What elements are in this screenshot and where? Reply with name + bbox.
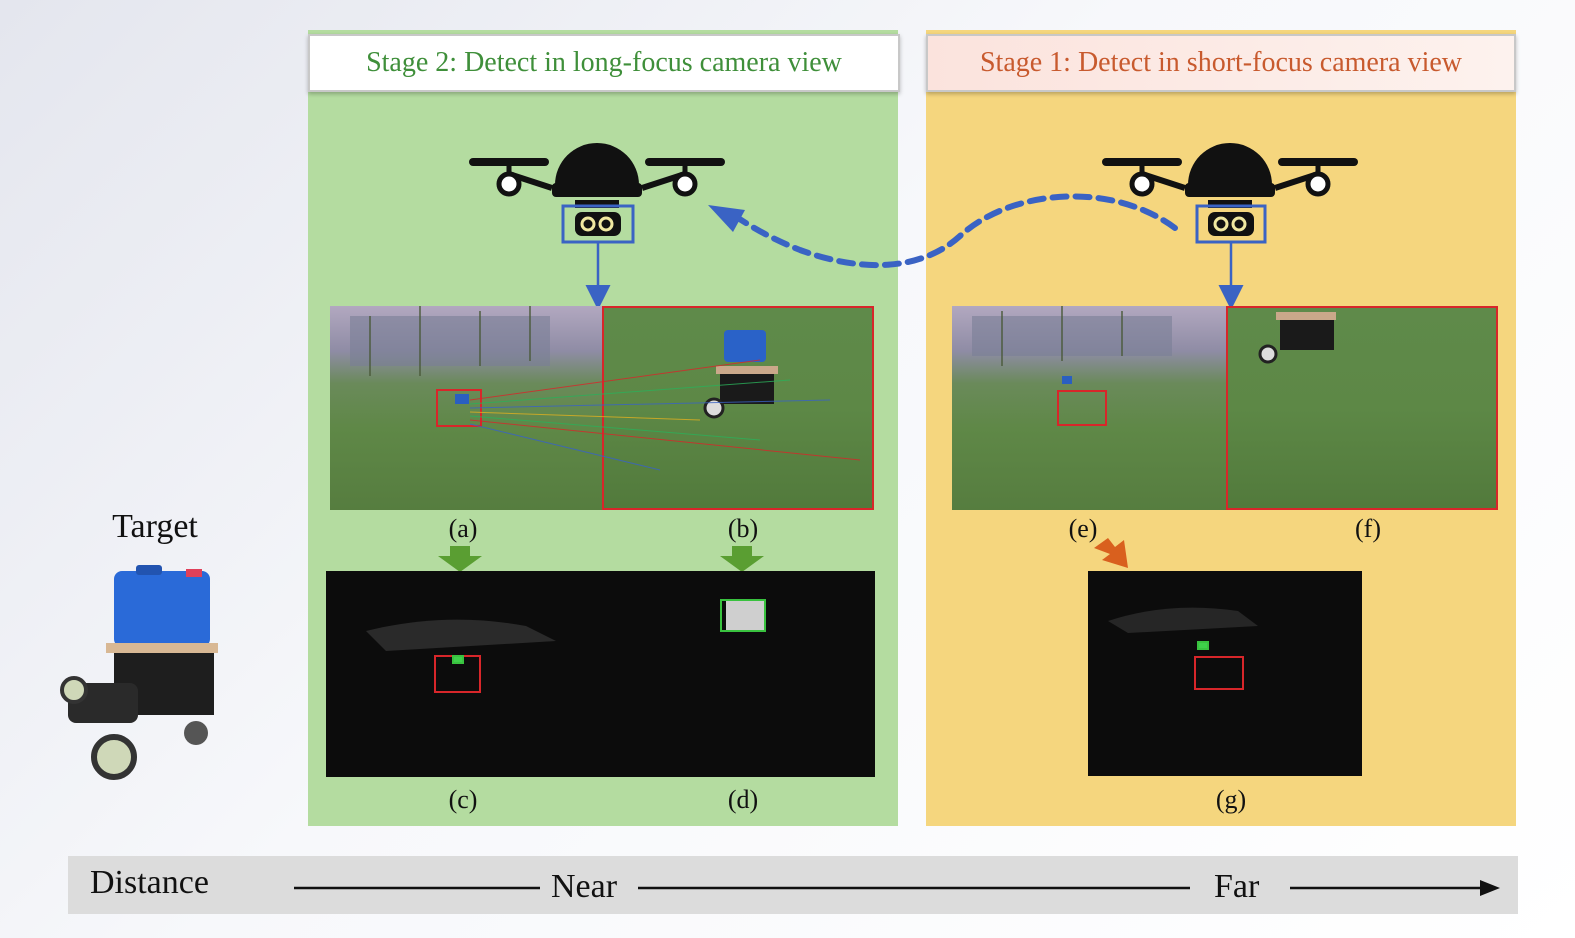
label-c: (c) [448,785,478,814]
detection-box-d [720,599,766,632]
drone-icon-left [469,143,725,208]
detection-box-e [1057,390,1107,426]
image-g [1088,571,1362,776]
distance-far-label: Far [1214,868,1260,905]
stage2-title: Stage 2: Detect in long-focus camera vie… [366,47,842,78]
stage2-header: Stage 2: Detect in long-focus camera vie… [308,34,900,92]
detection-box-g [1194,656,1244,690]
image-a [330,306,602,510]
drone-icon-right [1102,143,1358,208]
down-arrow-orange-e [1094,538,1128,568]
image-f [1226,306,1498,510]
label-d: (d) [727,785,759,814]
label-e: (e) [1068,514,1098,543]
stereo-camera-icon-right [1195,204,1267,244]
down-arrow-green-a [438,546,482,572]
stage1-header: Stage 1: Detect in short-focus camera vi… [926,34,1516,92]
camera-switch-arrowhead [708,205,745,232]
image-b [602,306,874,510]
image-cd [326,571,875,777]
camera-switch-dashed-arrow [732,193,1178,269]
distance-near-label: Near [551,868,618,905]
stage1-title: Stage 1: Detect in short-focus camera vi… [979,47,1463,78]
label-f: (f) [1355,514,1381,543]
distance-label: Distance [90,864,209,901]
ground-robot-icon [60,565,218,780]
target-title: Target [112,508,198,545]
distance-bar [68,856,1518,914]
label-b: (b) [727,514,759,543]
label-g: (g) [1215,785,1247,814]
detection-mark-g [1197,641,1209,650]
image-e [952,306,1226,510]
detection-mark-c [452,655,464,664]
down-arrow-green-b [720,546,764,572]
label-a: (a) [448,514,478,543]
